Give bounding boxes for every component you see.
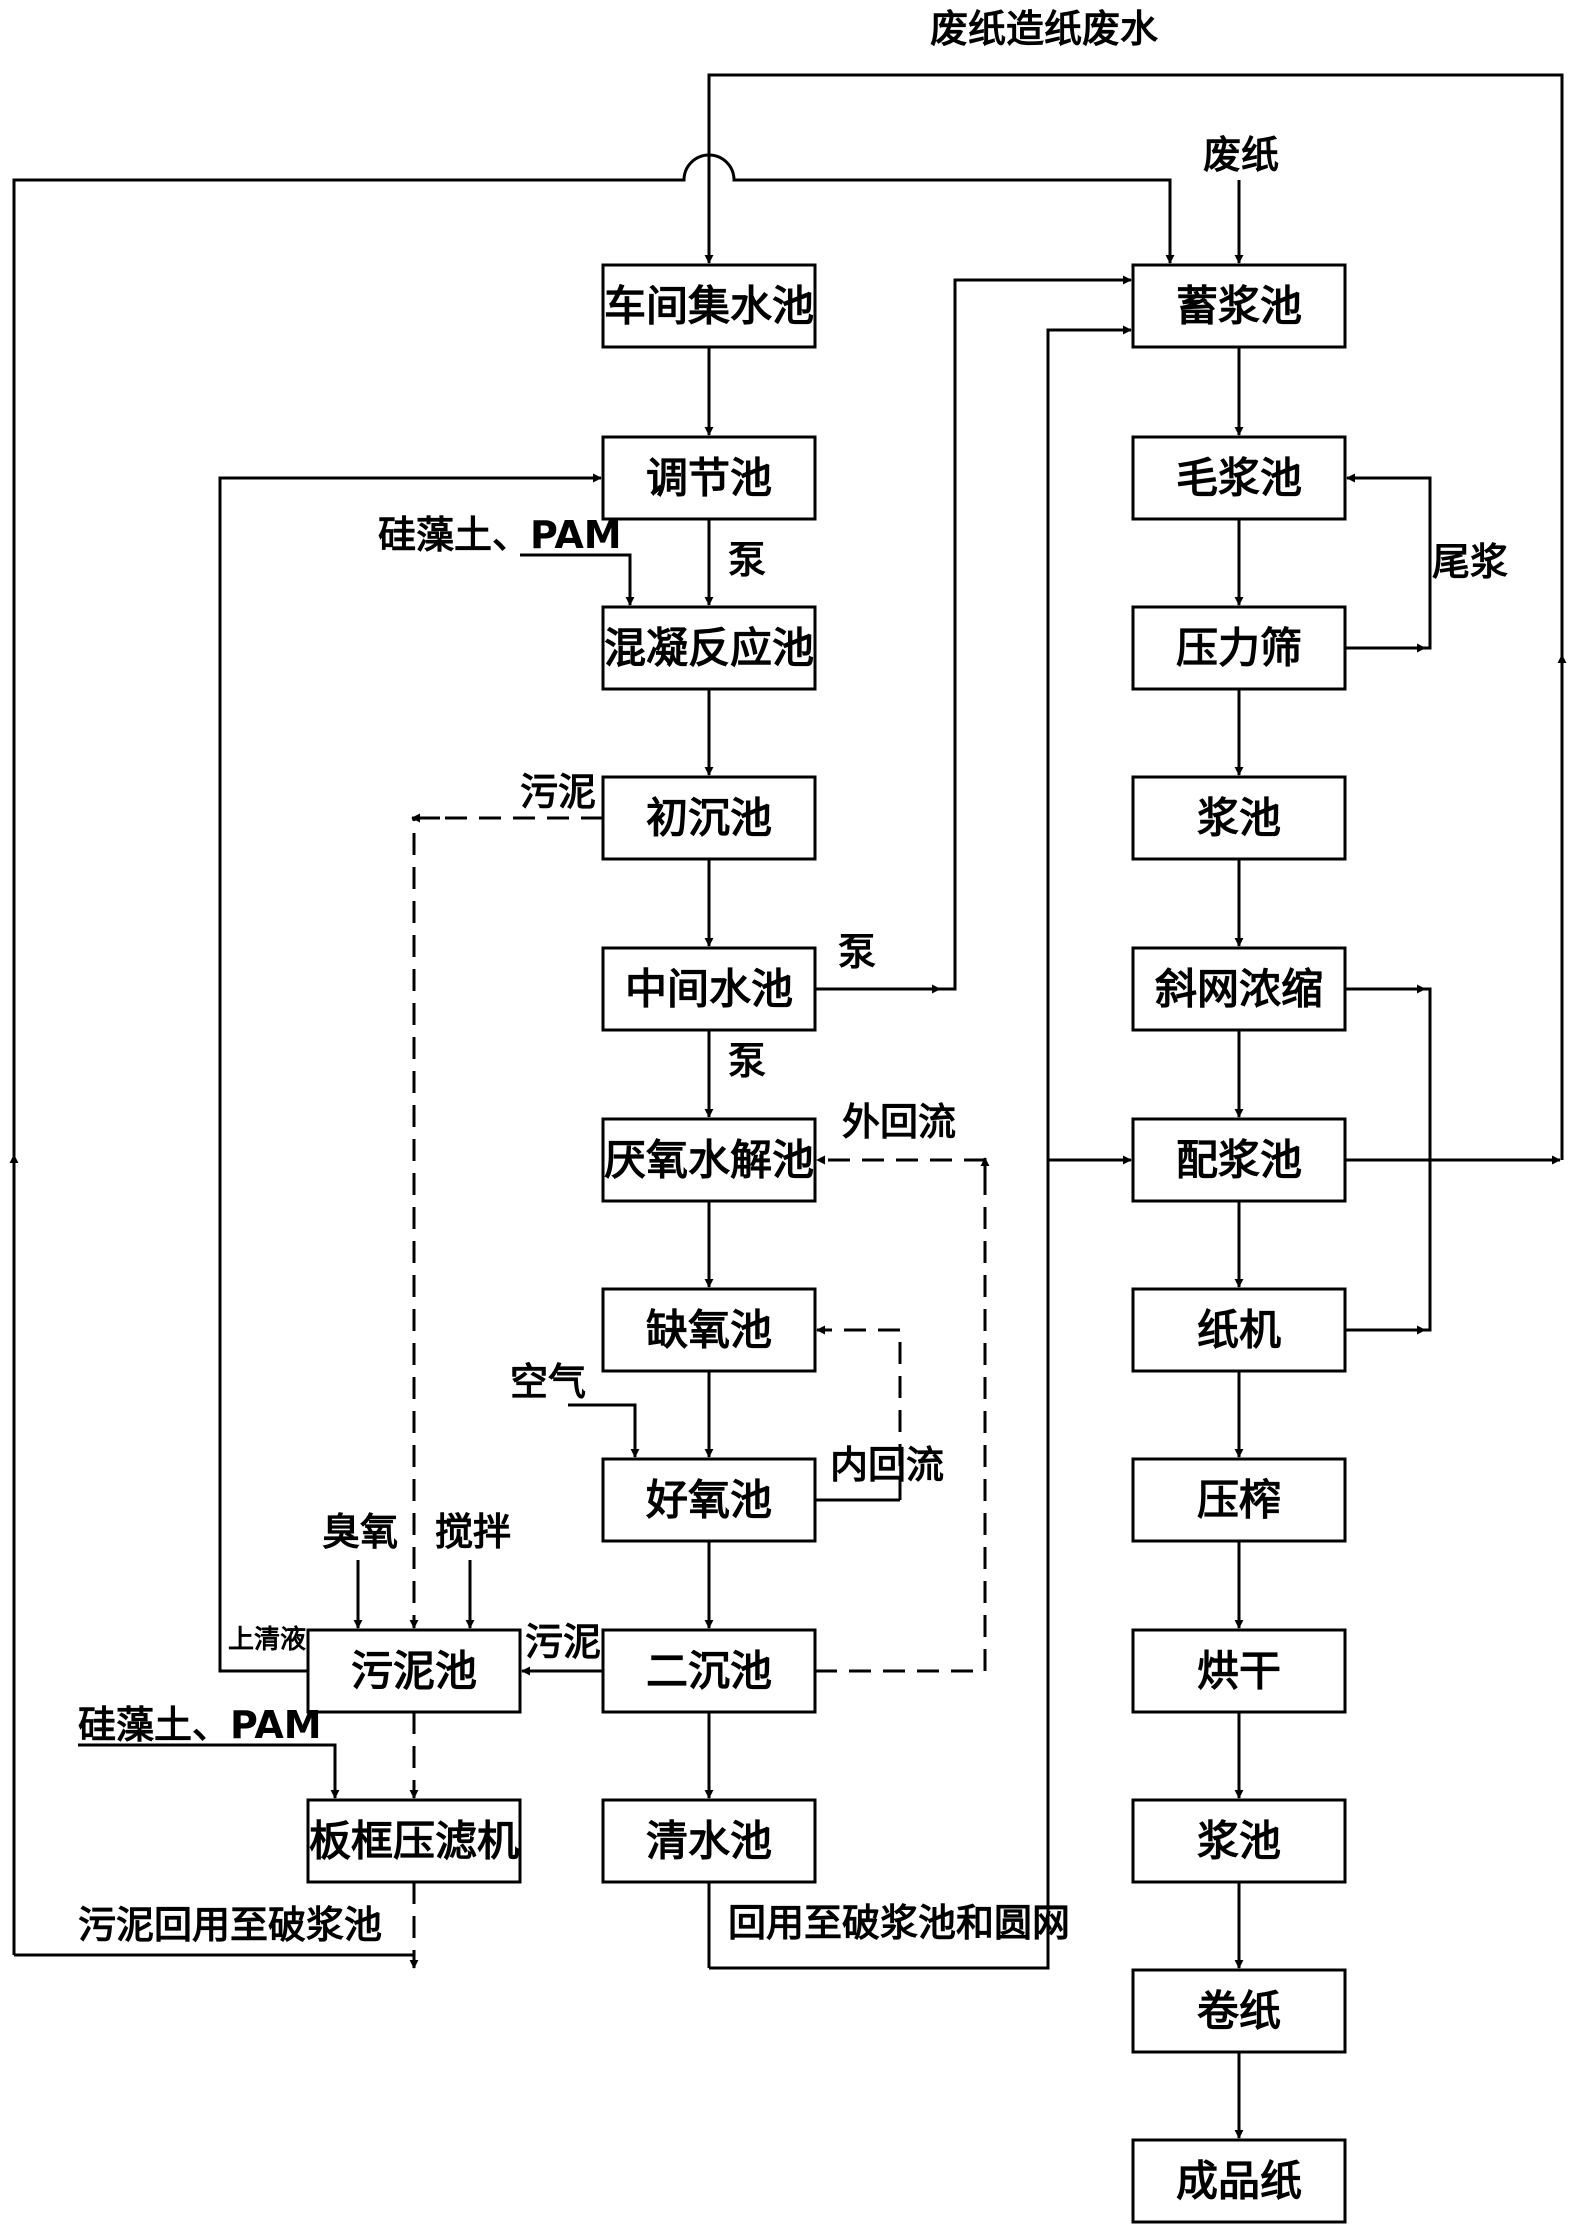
box-workshop-collection-pool: 车间集水池 <box>601 263 817 349</box>
box-label: 污泥池 <box>351 1647 477 1696</box>
box-label: 斜网浓缩 <box>1155 965 1323 1014</box>
box-raw-pulp-pool: 毛浆池 <box>1131 435 1347 521</box>
box-paper-reeling: 卷纸 <box>1131 1968 1347 2054</box>
box-label: 纸机 <box>1197 1306 1281 1355</box>
box-label: 浆池 <box>1197 1817 1281 1866</box>
label-stirring: 搅拌 <box>435 1510 511 1554</box>
box-pulp-storage-pool: 蓄浆池 <box>1131 263 1347 349</box>
box-plate-frame-filter-press: 板框压滤机 <box>306 1798 522 1884</box>
sludge-and-recirculation-lines <box>409 813 990 1969</box>
box-label: 调节池 <box>646 454 772 503</box>
box-label: 车间集水池 <box>604 282 814 331</box>
box-anaerobic-hydrolysis-pool: 厌氧水解池 <box>601 1117 817 1203</box>
box-label: 卷纸 <box>1197 1987 1281 2036</box>
supernatant-and-sludge-reuse <box>14 473 602 1957</box>
box-label: 蓄浆池 <box>1176 282 1302 331</box>
box-coagulation-reaction-pool: 混凝反应池 <box>601 605 817 691</box>
box-label: 板框压滤机 <box>309 1817 519 1866</box>
box-clear-water-pool: 清水池 <box>601 1798 817 1884</box>
box-press-section: 压榨 <box>1131 1457 1347 1543</box>
wastewater-input-lines <box>9 73 1564 1955</box>
label-ozone: 臭氧 <box>322 1510 398 1554</box>
box-primary-sedimentation-pool: 初沉池 <box>601 775 817 861</box>
label-waste-paper-wastewater: 废纸造纸废水 <box>930 7 1159 51</box>
label-external-recirculation: 外回流 <box>842 1100 956 1144</box>
label-diatomite-pam-2: 硅藻土、PAM <box>78 1703 322 1747</box>
label-supernatant: 上清液 <box>228 1625 306 1655</box>
box-label: 成品纸 <box>1176 2157 1302 2206</box>
box-label: 中间水池 <box>625 965 793 1014</box>
box-anoxic-pool: 缺氧池 <box>601 1287 817 1373</box>
label-tail-pulp: 尾浆 <box>1432 540 1508 584</box>
box-intermediate-water-pool: 中间水池 <box>601 946 817 1032</box>
label-waste-paper: 废纸 <box>1203 133 1279 177</box>
box-label: 缺氧池 <box>646 1306 772 1355</box>
box-label: 毛浆池 <box>1176 454 1302 503</box>
label-air: 空气 <box>510 1360 586 1404</box>
box-pulp-blending-pool: 配浆池 <box>1131 1117 1347 1203</box>
box-label: 配浆池 <box>1176 1136 1302 1185</box>
box-label: 压榨 <box>1197 1476 1281 1525</box>
box-label: 厌氧水解池 <box>604 1136 814 1185</box>
box-aerobic-pool: 好氧池 <box>601 1457 817 1543</box>
recycle-to-pulp-storage <box>709 275 1132 1970</box>
box-secondary-sedimentation-pool: 二沉池 <box>601 1628 817 1714</box>
label-diatomite-pam-1: 硅藻土、PAM <box>378 513 622 557</box>
box-paper-machine: 纸机 <box>1131 1287 1347 1373</box>
box-label: 混凝反应池 <box>604 624 814 673</box>
box-pulp-pool-2: 浆池 <box>1131 1798 1347 1884</box>
reagent-inputs <box>78 553 640 1799</box>
label-pump-3: 泵 <box>728 1039 766 1083</box>
box-label: 浆池 <box>1197 794 1281 843</box>
box-pressure-screen: 压力筛 <box>1131 605 1347 691</box>
label-sludge-1: 污泥 <box>520 770 596 814</box>
box-label: 二沉池 <box>646 1647 772 1696</box>
box-drying: 烘干 <box>1131 1628 1347 1714</box>
label-internal-recirculation: 内回流 <box>830 1443 944 1487</box>
label-pump-1: 泵 <box>728 538 766 582</box>
box-inclined-screen-thickening: 斜网浓缩 <box>1131 946 1347 1032</box>
label-sludge-2: 污泥 <box>525 1620 601 1664</box>
label-reuse-to-pulper-and-cylinder: 回用至破浆池和圆网 <box>728 1901 1070 1945</box>
box-label: 烘干 <box>1197 1647 1281 1696</box>
box-regulating-pool: 调节池 <box>601 435 817 521</box>
box-pulp-pool-1: 浆池 <box>1131 775 1347 861</box>
box-label: 压力筛 <box>1176 624 1302 673</box>
label-pump-2: 泵 <box>838 930 876 974</box>
label-sludge-reuse-to-pulper: 污泥回用至破浆池 <box>78 1903 382 1947</box>
box-finished-paper: 成品纸 <box>1131 2138 1347 2224</box>
box-sludge-pool: 污泥池 <box>306 1628 522 1714</box>
box-label: 初沉池 <box>646 794 772 843</box>
box-label: 清水池 <box>646 1817 772 1866</box>
right-side-loops <box>1345 473 1567 1335</box>
box-label: 好氧池 <box>645 1476 772 1525</box>
